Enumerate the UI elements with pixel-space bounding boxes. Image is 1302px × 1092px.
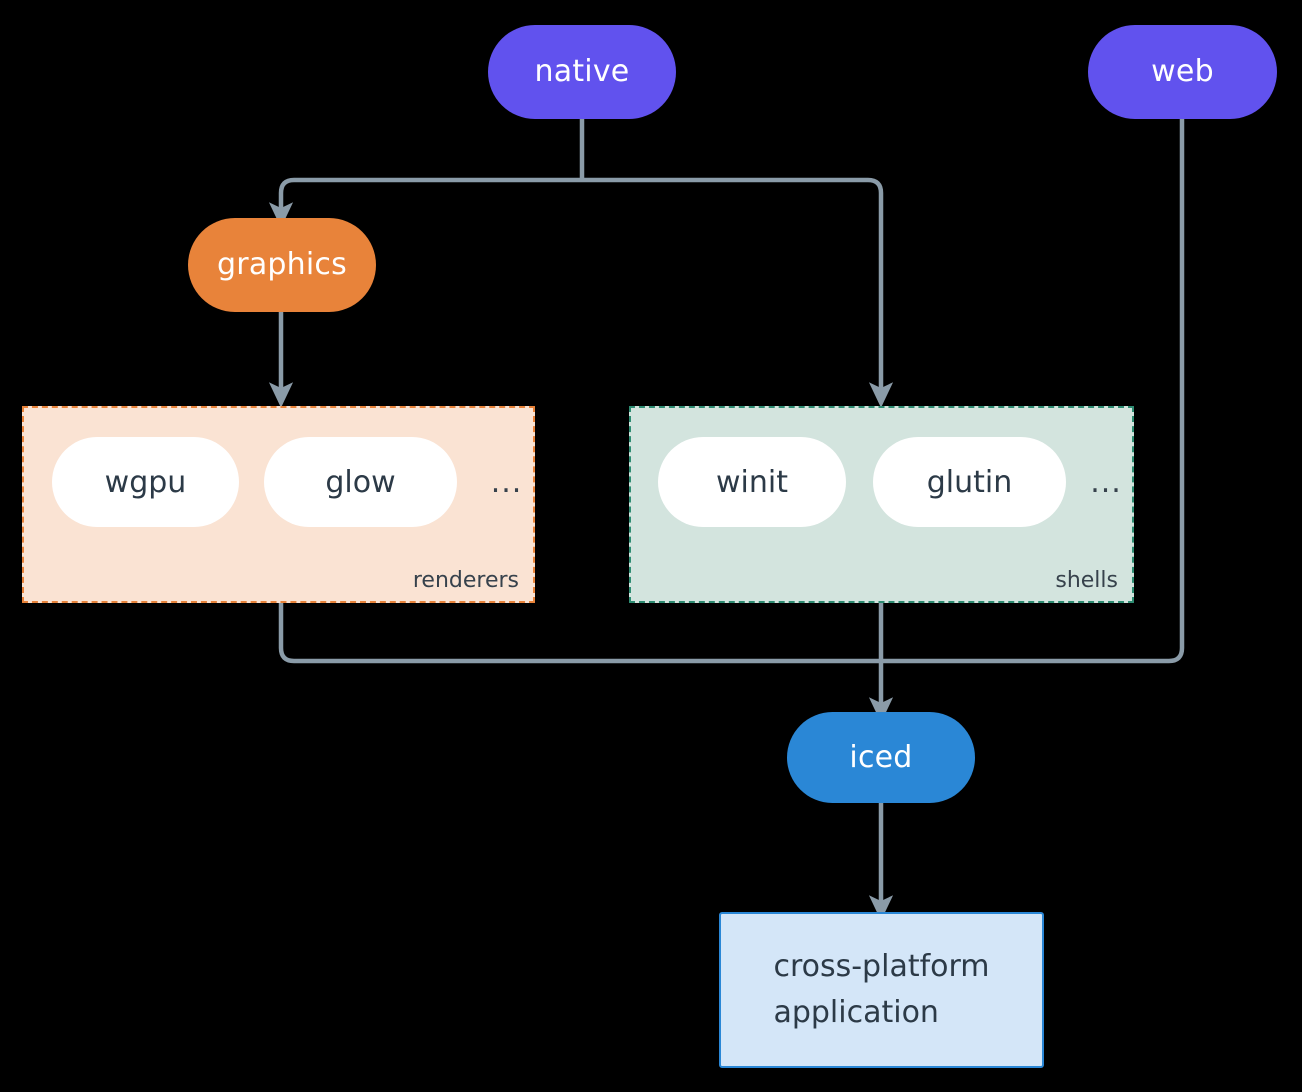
chip-glow-label: glow [325,464,396,500]
group-renderers-label: renderers [412,568,519,593]
node-application-text: cross-platform application [773,944,989,1037]
chip-glutin-label: glutin [926,464,1013,500]
node-application[interactable]: cross-platform application [719,912,1044,1068]
chip-glow[interactable]: glow [264,437,457,527]
node-graphics[interactable]: graphics [188,218,376,312]
chip-winit-label: winit [716,464,788,500]
chip-wgpu[interactable]: wgpu [52,437,239,527]
node-web-label: web [1151,54,1214,90]
chip-winit[interactable]: winit [658,437,846,527]
edge-native-to-shells [582,177,894,408]
shells-overflow-ellipsis: ... [1090,464,1122,500]
edge-native-to-graphics [268,177,582,228]
group-renderers: wgpu glow ... renderers [22,406,535,603]
renderers-overflow-ellipsis: ... [490,464,523,500]
node-iced-label: iced [849,739,913,775]
node-native-label: native [534,54,630,90]
chip-wgpu-label: wgpu [104,464,187,500]
node-application-line2: application [773,995,939,1030]
node-web[interactable]: web [1088,25,1277,119]
edge-renderers-to-iced [278,603,881,664]
chip-glutin[interactable]: glutin [873,437,1066,527]
group-shells: winit glutin ... shells [629,406,1134,603]
node-iced[interactable]: iced [787,712,975,803]
node-native[interactable]: native [488,25,676,119]
group-shells-label: shells [1055,568,1118,593]
node-graphics-label: graphics [217,247,347,283]
node-application-line1: cross-platform [773,948,990,984]
